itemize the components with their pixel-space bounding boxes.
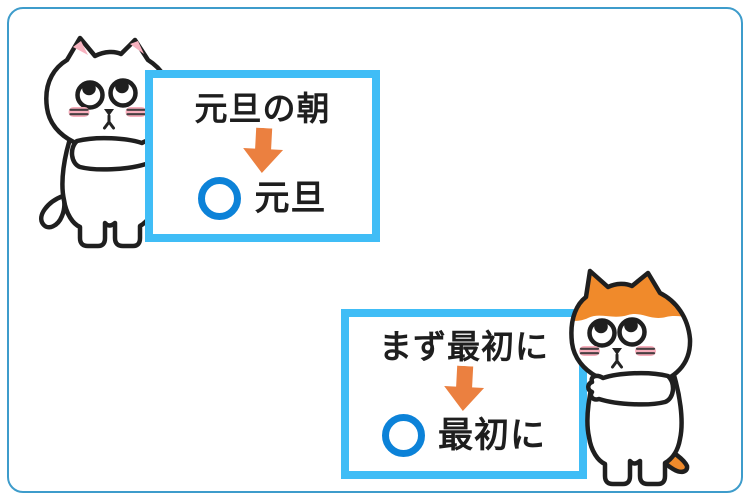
correction-card-ganjitsu: 元旦の朝 元旦 bbox=[145, 70, 380, 242]
down-arrow-icon bbox=[240, 127, 284, 175]
calico-cat-arm bbox=[586, 370, 676, 407]
correction-card-saisho: まず最初に 最初に bbox=[341, 309, 587, 479]
down-arrow-icon bbox=[442, 364, 486, 412]
calico-cat-cheeks bbox=[579, 346, 656, 356]
white-cat-tail bbox=[39, 193, 67, 230]
corrected-answer-row: 最初に bbox=[381, 414, 546, 457]
outer-frame-border bbox=[7, 7, 743, 493]
phrase-before: まず最初に bbox=[379, 328, 549, 365]
calico-cat-orange-patch bbox=[571, 271, 691, 321]
white-cat-ear-inner-right bbox=[130, 41, 144, 54]
white-cat-cheeks bbox=[68, 107, 147, 117]
calico-cat-illustration bbox=[569, 268, 693, 487]
white-cat-eyes bbox=[75, 78, 138, 110]
phrase-after: 最初に bbox=[437, 416, 546, 455]
correct-circle-icon bbox=[198, 177, 242, 220]
calico-cat-eyes bbox=[587, 317, 647, 348]
corrected-answer-row: 元旦 bbox=[198, 177, 326, 220]
white-cat-nose-mouth bbox=[103, 109, 115, 130]
phrase-before: 元旦の朝 bbox=[194, 90, 331, 127]
calico-cat-nose-mouth bbox=[611, 348, 623, 369]
phrase-after: 元旦 bbox=[254, 179, 327, 218]
white-cat-ear-inner-left bbox=[73, 41, 88, 55]
correct-circle-icon bbox=[381, 414, 425, 457]
